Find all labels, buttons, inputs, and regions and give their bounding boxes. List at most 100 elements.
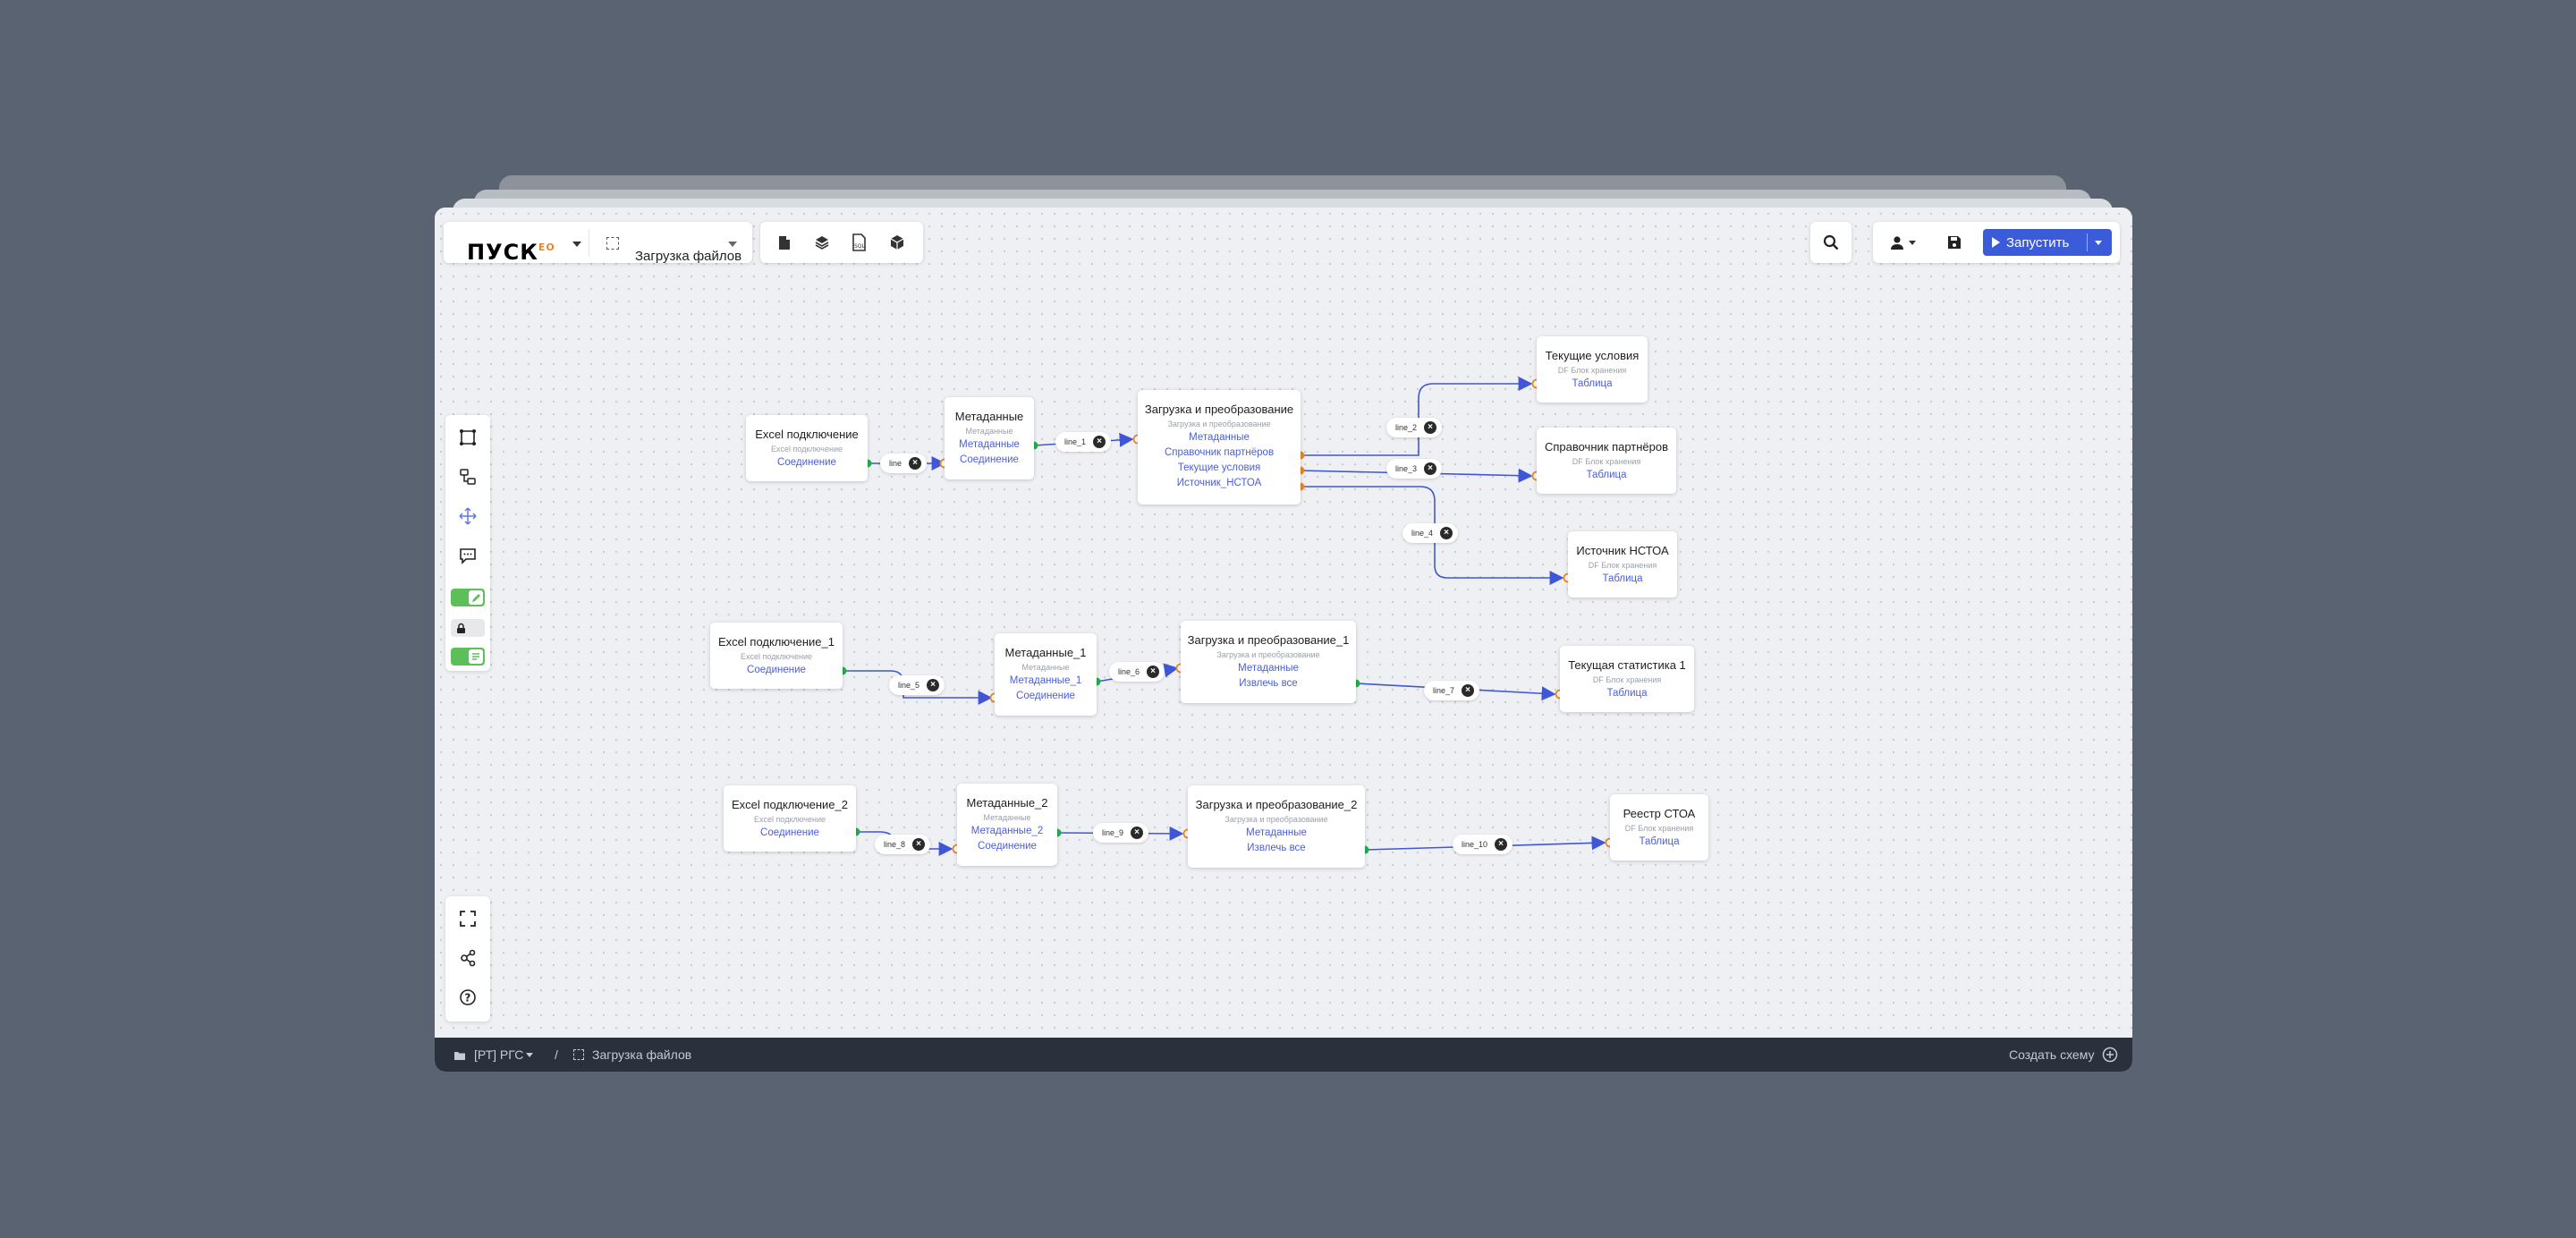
node-excel-connection[interactable]: Excel подключение Excel подключение Соед… bbox=[746, 415, 868, 481]
run-button[interactable]: Запустить bbox=[1983, 229, 2112, 256]
node-port[interactable]: Соединение bbox=[760, 827, 819, 838]
delete-edge-icon[interactable]: × bbox=[1462, 684, 1475, 697]
create-schema-link[interactable]: Создать схему bbox=[2009, 1047, 2095, 1062]
folder-icon bbox=[454, 1049, 465, 1064]
node-port[interactable]: Метаданные_1 bbox=[1009, 675, 1082, 686]
delete-edge-icon[interactable]: × bbox=[912, 838, 926, 851]
delete-edge-icon[interactable]: × bbox=[1424, 421, 1437, 434]
node-port[interactable]: Соединение bbox=[1016, 691, 1075, 701]
node-metadata-1[interactable]: Метаданные_1 Метаданные Метаданные_1 Сое… bbox=[995, 633, 1097, 716]
node-port[interactable]: Текущие условия bbox=[1177, 462, 1261, 473]
node-transform[interactable]: Загрузка и преобразование Загрузка и пре… bbox=[1138, 390, 1301, 505]
node-transform-2[interactable]: Загрузка и преобразование_2 Загрузка и п… bbox=[1188, 785, 1365, 868]
node-subtitle: DF Блок хранения bbox=[1557, 366, 1627, 375]
node-current-conditions[interactable]: Текущие условия DF Блок хранения Таблица bbox=[1537, 336, 1648, 403]
schema-icon[interactable] bbox=[454, 463, 481, 490]
node-metadata[interactable]: Метаданные Метаданные Метаданные Соедине… bbox=[945, 397, 1034, 479]
comment-icon[interactable] bbox=[454, 542, 481, 569]
move-icon[interactable] bbox=[454, 503, 481, 530]
select-area-icon[interactable] bbox=[454, 424, 481, 451]
share-nodes-icon[interactable] bbox=[454, 945, 481, 971]
delete-edge-icon[interactable]: × bbox=[1093, 436, 1106, 448]
node-port[interactable]: Таблица bbox=[1602, 573, 1643, 584]
node-port[interactable]: Таблица bbox=[1639, 836, 1680, 847]
node-port[interactable]: Извлечь все bbox=[1239, 678, 1298, 689]
node-port[interactable]: Метаданные bbox=[1189, 432, 1250, 443]
edit-toggle[interactable] bbox=[451, 589, 485, 606]
brand-workspace-panel: ПУСКЕО Загрузка файлов bbox=[444, 222, 752, 265]
flow-canvas[interactable]: ПУСКЕО Загрузка файлов SQL bbox=[435, 208, 2132, 1038]
svg-text:?: ? bbox=[464, 992, 470, 1005]
layers-icon[interactable] bbox=[809, 229, 835, 256]
workspace-dropdown-icon[interactable] bbox=[728, 242, 737, 247]
fullscreen-icon[interactable] bbox=[454, 905, 481, 932]
edge-label[interactable]: line_4× bbox=[1402, 523, 1459, 543]
run-options-dropdown-icon[interactable] bbox=[2095, 241, 2102, 245]
node-port[interactable]: Извлечь все bbox=[1247, 843, 1306, 853]
file-icon[interactable] bbox=[771, 229, 798, 256]
node-transform-1[interactable]: Загрузка и преобразование_1 Загрузка и п… bbox=[1181, 621, 1356, 703]
logo-menu-caret-icon[interactable] bbox=[572, 242, 581, 247]
edge-label[interactable]: line_5× bbox=[889, 675, 945, 695]
edge-label[interactable]: line_10 × bbox=[1453, 835, 1513, 854]
node-port[interactable]: Соединение bbox=[747, 665, 806, 675]
node-port[interactable]: Таблица bbox=[1606, 688, 1648, 699]
edge-name: line_7 bbox=[1433, 686, 1455, 695]
node-title: Метаданные_2 bbox=[966, 796, 1048, 810]
edge-label[interactable]: line_7 × bbox=[1424, 681, 1480, 700]
node-port[interactable]: Соединение bbox=[777, 457, 836, 468]
lock-toggle[interactable] bbox=[451, 619, 485, 637]
logo-text: ПУСК bbox=[467, 240, 538, 265]
node-excel-connection-2[interactable]: Excel подключение_2 Excel подключение Со… bbox=[724, 785, 856, 852]
edge-name: line_2 bbox=[1395, 423, 1418, 432]
project-dropdown-icon[interactable] bbox=[526, 1053, 533, 1057]
node-current-stats-1[interactable]: Текущая статистика 1 DF Блок хранения Та… bbox=[1560, 646, 1694, 712]
breadcrumb-schema[interactable]: Загрузка файлов bbox=[592, 1047, 692, 1062]
node-excel-connection-1[interactable]: Excel подключение_1 Excel подключение Со… bbox=[710, 623, 843, 689]
edge-label[interactable]: line_8× bbox=[875, 835, 931, 854]
user-icon[interactable] bbox=[1884, 229, 1911, 256]
node-stoa-registry[interactable]: Реестр СТОА DF Блок хранения Таблица bbox=[1610, 794, 1708, 861]
node-nstoa-source[interactable]: Источник НСТОА DF Блок хранения Таблица bbox=[1568, 531, 1677, 598]
node-port[interactable]: Метаданные bbox=[1238, 663, 1299, 674]
edge-name: line_10 bbox=[1462, 840, 1488, 849]
node-partners[interactable]: Справочник партнёров DF Блок хранения Та… bbox=[1537, 428, 1676, 494]
node-port[interactable]: Таблица bbox=[1572, 378, 1613, 389]
node-port[interactable]: Соединение bbox=[978, 841, 1037, 852]
pencil-icon bbox=[469, 590, 483, 605]
delete-edge-icon[interactable]: × bbox=[1424, 462, 1437, 475]
node-subtitle: Метаданные bbox=[983, 813, 1031, 822]
sql-file-icon[interactable]: SQL bbox=[846, 229, 873, 256]
node-port[interactable]: Метаданные bbox=[1246, 827, 1307, 838]
save-icon[interactable] bbox=[1941, 229, 1968, 256]
help-icon[interactable]: ? bbox=[454, 984, 481, 1011]
text-toggle[interactable] bbox=[451, 648, 485, 666]
node-subtitle: Excel подключение bbox=[754, 815, 826, 824]
delete-edge-icon[interactable]: × bbox=[927, 679, 940, 691]
delete-edge-icon[interactable]: × bbox=[1147, 666, 1160, 678]
project-selector[interactable]: [РТ] РГС bbox=[474, 1047, 524, 1062]
edge-label[interactable]: line_9× bbox=[1093, 823, 1149, 843]
delete-edge-icon[interactable]: × bbox=[1131, 827, 1144, 839]
edge-label[interactable]: line_1× bbox=[1055, 432, 1112, 452]
node-port[interactable]: Источник_НСТОА bbox=[1176, 478, 1262, 488]
search-icon[interactable] bbox=[1818, 229, 1844, 256]
logo[interactable]: ПУСКЕО bbox=[467, 240, 555, 265]
edge-label[interactable]: line_3× bbox=[1386, 459, 1443, 479]
workspace-title[interactable]: Загрузка файлов bbox=[635, 249, 742, 264]
node-port[interactable]: Метаданные_2 bbox=[970, 826, 1044, 836]
user-dropdown-icon[interactable] bbox=[1909, 241, 1916, 245]
edge-label[interactable]: line_6× bbox=[1109, 662, 1165, 682]
node-port[interactable]: Метаданные bbox=[959, 439, 1020, 450]
delete-edge-icon[interactable]: × bbox=[909, 457, 922, 470]
node-port[interactable]: Справочник партнёров bbox=[1164, 447, 1275, 458]
node-port[interactable]: Соединение bbox=[960, 454, 1019, 465]
delete-edge-icon[interactable]: × bbox=[1440, 527, 1453, 539]
delete-edge-icon[interactable]: × bbox=[1495, 838, 1508, 851]
node-metadata-2[interactable]: Метаданные_2 Метаданные Метаданные_2 Сое… bbox=[957, 784, 1057, 866]
edge-label[interactable]: line× bbox=[880, 454, 928, 473]
add-circle-icon[interactable] bbox=[2102, 1047, 2118, 1065]
edge-label[interactable]: line_2 × bbox=[1386, 418, 1443, 437]
package-icon[interactable] bbox=[884, 229, 911, 256]
node-port[interactable]: Таблица bbox=[1586, 470, 1627, 480]
